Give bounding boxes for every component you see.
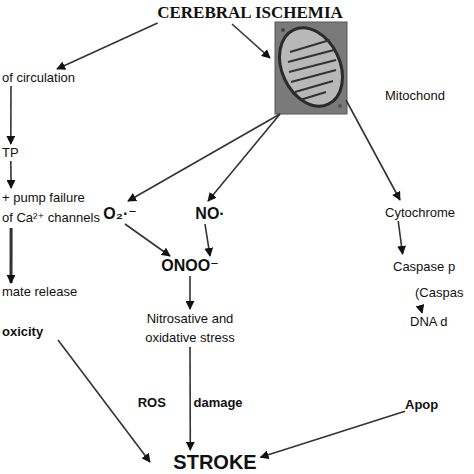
- flow-step: mate release: [2, 283, 102, 300]
- step-text: of circulation: [2, 69, 102, 86]
- flow-arrow: [420, 306, 422, 313]
- flow-arrow: [261, 411, 406, 457]
- step-text: O₂·⁻: [95, 204, 145, 224]
- flow-arrow: [58, 340, 150, 462]
- heading-node: CEREBRAL ISCHEMIA: [140, 3, 360, 23]
- step-text: oxicity: [2, 323, 72, 340]
- step-text: CEREBRAL ISCHEMIA: [140, 3, 360, 23]
- flow-step: Cytochrome: [385, 204, 473, 221]
- step-text: NO·: [185, 204, 235, 224]
- flow-arrow: [189, 276, 191, 309]
- step-text: ONOO⁻: [150, 256, 230, 276]
- flow-step: Caspase p(Caspas: [385, 254, 473, 306]
- step-text: Cytochrome: [385, 204, 473, 221]
- step-text: DNA d: [410, 313, 470, 330]
- result-node: STROKE: [150, 450, 280, 474]
- flow-arrow: [57, 23, 158, 69]
- flow-arrow: [10, 228, 13, 283]
- flow-step: TP: [2, 144, 42, 161]
- step-text: Apop: [405, 396, 470, 413]
- radical-species: O₂·⁻: [95, 204, 145, 224]
- radical-species: NO·: [185, 204, 235, 224]
- flow-arrow: [205, 224, 210, 256]
- layout-arrows: [128, 24, 400, 201]
- edge-layer: [11, 23, 422, 462]
- flow-step: Nitrosative and oxidative stress: [125, 309, 255, 347]
- step-text: mate release: [2, 283, 102, 300]
- radical-species: ONOO⁻: [150, 256, 230, 276]
- step-text: (Caspas: [415, 280, 473, 306]
- flow-arrow: [10, 86, 12, 144]
- edge-label: ROS damage: [138, 395, 243, 410]
- flow-arrow: [10, 161, 12, 188]
- step-text: TP: [2, 144, 42, 161]
- flow-arrow: [125, 224, 170, 256]
- mitochondrion-micrograph: [267, 18, 354, 117]
- step-text: Caspase p: [393, 254, 473, 280]
- outcome-step: Apop: [405, 396, 470, 413]
- step-text: Nitrosative and oxidative stress: [125, 309, 255, 347]
- step-text: STROKE: [150, 450, 280, 474]
- part-label: Mitochond: [385, 88, 445, 103]
- flow-step: of circulation: [2, 69, 102, 86]
- outcome-step: oxicity: [2, 323, 72, 340]
- flow-step: DNA d: [410, 313, 470, 330]
- flow-arrow: [398, 221, 402, 254]
